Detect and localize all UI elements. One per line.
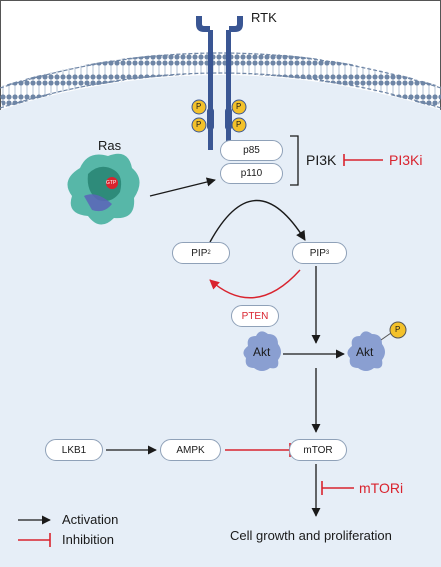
membrane-outer-leaflet [0, 52, 441, 89]
legend-activation-label: Activation [62, 512, 119, 527]
ras-protein [67, 153, 140, 225]
pip2-to-pip3-arrow [209, 199, 306, 243]
akt-protein [243, 331, 281, 371]
p110-node: p110 [220, 163, 283, 184]
pip3-subscript: 3 [325, 250, 330, 256]
phospho-label: P [236, 102, 242, 111]
pip2-subscript: 2 [207, 250, 211, 256]
akt-label: Akt [253, 345, 271, 359]
phospho-label: P [196, 120, 202, 129]
pten-dephosphorylation-arrow [209, 269, 301, 299]
outcome-label: Cell growth and proliferation [230, 528, 392, 543]
mtori-label: mTORi [359, 480, 404, 496]
rtk-label: RTK [251, 10, 277, 25]
receptor-phospho-groups [191, 99, 247, 133]
pip3-text: PIP [309, 247, 326, 259]
pi3k-bracket [290, 135, 299, 186]
pten-node: PTEN [231, 305, 279, 327]
akt-active-protein [347, 321, 407, 371]
akt-active-label: Akt [356, 345, 374, 359]
rtk-receptor [196, 16, 243, 150]
plasma-membrane [0, 52, 441, 109]
pip2-text: PIP [191, 247, 208, 259]
membrane-inner-leaflet [0, 72, 441, 109]
ampk-node: AMPK [160, 439, 221, 461]
phospho-label: P [236, 120, 242, 129]
pi3k-label: PI3K [306, 152, 337, 168]
ras-gtp-label: GTP [106, 180, 117, 186]
ras-to-pi3k-arrow [149, 177, 216, 197]
akt-phospho-label: P [395, 325, 401, 334]
legend-inhibition-label: Inhibition [62, 532, 115, 547]
lkb1-node: LKB1 [45, 439, 103, 461]
mtor-node: mTOR [289, 439, 347, 461]
phospho-label: P [196, 102, 202, 111]
p85-node: p85 [220, 140, 283, 161]
ras-label: Ras [98, 138, 122, 153]
pi3ki-label: PI3Ki [389, 152, 423, 168]
